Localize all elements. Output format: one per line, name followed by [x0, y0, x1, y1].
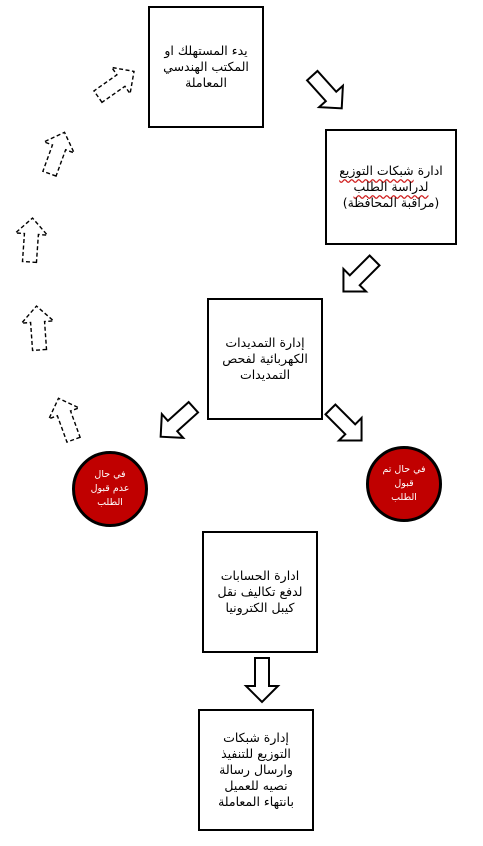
dashed-return-arrow-1	[42, 392, 90, 446]
outcome-rejected-line: عدم قبول	[90, 483, 130, 494]
step-distribution-execution-line: التوزيع للتنفيذ	[221, 746, 291, 761]
step-start: يدء المستهلك او المكتب الهندسي المعاملة	[148, 6, 264, 128]
text-fragment: شبكات التوزيع	[339, 163, 414, 178]
step-electrical-extensions: إدارة التمديدات الكهربائية لفحص التمديدا…	[207, 298, 323, 420]
arrow-to-rejected	[148, 394, 206, 450]
arrow-accounts-to-execution	[245, 657, 279, 703]
step-distribution-execution-line: وارسال رسالة	[219, 762, 293, 777]
outcome-accepted-line: الطلب	[391, 492, 417, 503]
dashed-return-arrow-2	[19, 304, 57, 352]
dashed-return-arrow-4	[33, 126, 81, 180]
step-distribution-review-line: (مراقبة المحافظة)	[342, 195, 440, 210]
outcome-accepted-line: في حال تم	[382, 464, 426, 475]
step-distribution-review-line: لدراسة الطلب	[353, 179, 429, 194]
step-accounts-line: لدفع تكاليف نقل	[217, 584, 303, 599]
step-electrical-extensions-line: التمديدات	[239, 367, 291, 382]
text-fragment: ادارة	[417, 163, 443, 178]
outcome-rejected-line: الطلب	[97, 497, 123, 508]
arrow-start-to-review	[299, 63, 355, 121]
step-electrical-extensions-line: إدارة التمديدات	[225, 335, 305, 350]
arrow-to-accepted	[318, 397, 374, 453]
arrow-review-to-extensions	[331, 248, 387, 304]
step-start-line: المعاملة	[185, 75, 227, 90]
step-accounts-line: ادارة الحسابات	[220, 568, 300, 583]
dashed-return-arrow-5	[88, 57, 144, 111]
step-distribution-execution-line: إدارة شبكات	[223, 730, 289, 745]
step-accounts: ادارة الحسابات لدفع تكاليف نقل كيبل الكت…	[202, 531, 318, 653]
step-distribution-execution-line: بانتهاء المعاملة	[218, 794, 294, 809]
outcome-rejected-line: في حال	[94, 469, 126, 480]
step-start-line: المكتب الهندسي	[163, 59, 249, 74]
step-distribution-execution: إدارة شبكات التوزيع للتنفيذ وارسال رسالة…	[198, 709, 314, 831]
step-start-line: يدء المستهلك او	[164, 43, 248, 58]
step-accounts-line: كيبل الكترونيا	[225, 600, 295, 615]
step-distribution-execution-line: نصيه للعميل	[224, 778, 288, 793]
outcome-accepted: في حال تم قبول الطلب	[366, 446, 442, 522]
outcome-accepted-line: قبول	[394, 478, 414, 489]
outcome-rejected: في حال عدم قبول الطلب	[72, 451, 148, 527]
step-distribution-review: ادارة شبكات التوزيع لدراسة الطلب (مراقبة…	[325, 129, 457, 245]
dashed-return-arrow-3	[12, 216, 50, 264]
step-distribution-review-line: ادارة شبكات التوزيع	[339, 163, 442, 179]
step-electrical-extensions-line: الكهربائية لفحص	[222, 351, 308, 366]
